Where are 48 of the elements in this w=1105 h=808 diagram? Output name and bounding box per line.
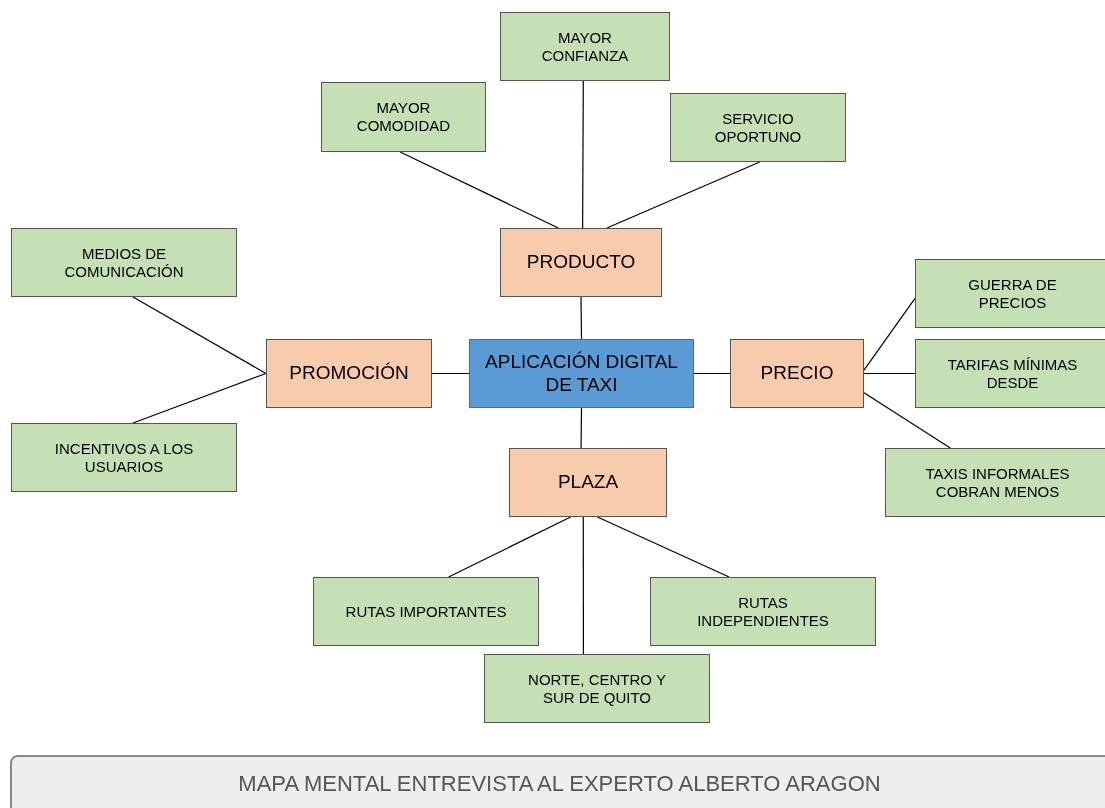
topic-text: RUTAS INDEPENDIENTES <box>696 593 830 630</box>
connector-line <box>863 372 916 375</box>
caption-text: MAPA MENTAL ENTREVISTA AL EXPERTO ALBERTO ARAGON <box>237 771 882 797</box>
subtopic-box <box>500 12 670 81</box>
topic-text: SERVICIO OPORTUNO <box>713 109 803 146</box>
connector-line <box>580 407 583 449</box>
central-topic-box <box>469 339 694 408</box>
connector-line <box>132 296 267 375</box>
subtopic-box <box>670 93 846 162</box>
subtopic-box <box>321 82 486 152</box>
topic-text: NORTE, CENTRO Y SUR DE QUITO <box>527 670 667 707</box>
connector-line <box>693 372 731 375</box>
subtopic-box <box>650 577 876 646</box>
connector-line <box>606 161 761 229</box>
topic-text: GUERRA DE PRECIOS <box>967 275 1058 312</box>
topic-text: PRODUCTO <box>526 251 636 274</box>
topic-text: RUTAS IMPORTANTES <box>345 602 507 621</box>
branch-topic-box <box>500 228 662 297</box>
subtopic-box <box>484 654 710 723</box>
subtopic-box <box>11 423 237 492</box>
connector-line <box>399 151 559 229</box>
topic-text: MAYOR COMODIDAD <box>355 99 452 135</box>
topic-text: PRECIO <box>760 362 834 385</box>
topic-text: MEDIOS DE COMUNICACIÓN <box>63 244 185 281</box>
topic-text: TARIFAS MÍNIMAS DESDE <box>946 355 1079 392</box>
subtopic-box <box>915 259 1105 328</box>
connector-line <box>582 516 585 655</box>
topic-text: TAXIS INFORMALES COBRAN MENOS <box>924 464 1071 501</box>
subtopic-box <box>885 448 1105 517</box>
connector-line <box>596 516 730 578</box>
subtopic-box <box>313 577 539 646</box>
branch-topic-box <box>266 339 432 408</box>
connector-line <box>580 296 583 340</box>
connector-line <box>431 372 470 375</box>
connector-line <box>863 392 951 449</box>
topic-text: MAYOR CONFIANZA <box>540 28 630 65</box>
topic-text: INCENTIVOS A LOS USUARIOS <box>53 439 195 476</box>
topic-text: PLAZA <box>557 471 619 494</box>
branch-topic-box <box>730 339 864 408</box>
connector-line <box>863 297 916 371</box>
branch-topic-box <box>509 448 667 517</box>
subtopic-box <box>11 228 237 297</box>
topic-text: PROMOCIÓN <box>289 362 409 385</box>
topic-text: APLICACIÓN DIGITAL DE TAXI <box>484 350 679 397</box>
connector-line <box>132 372 267 424</box>
subtopic-box <box>915 339 1105 408</box>
connector-line <box>448 516 572 578</box>
connector-line <box>582 80 584 229</box>
